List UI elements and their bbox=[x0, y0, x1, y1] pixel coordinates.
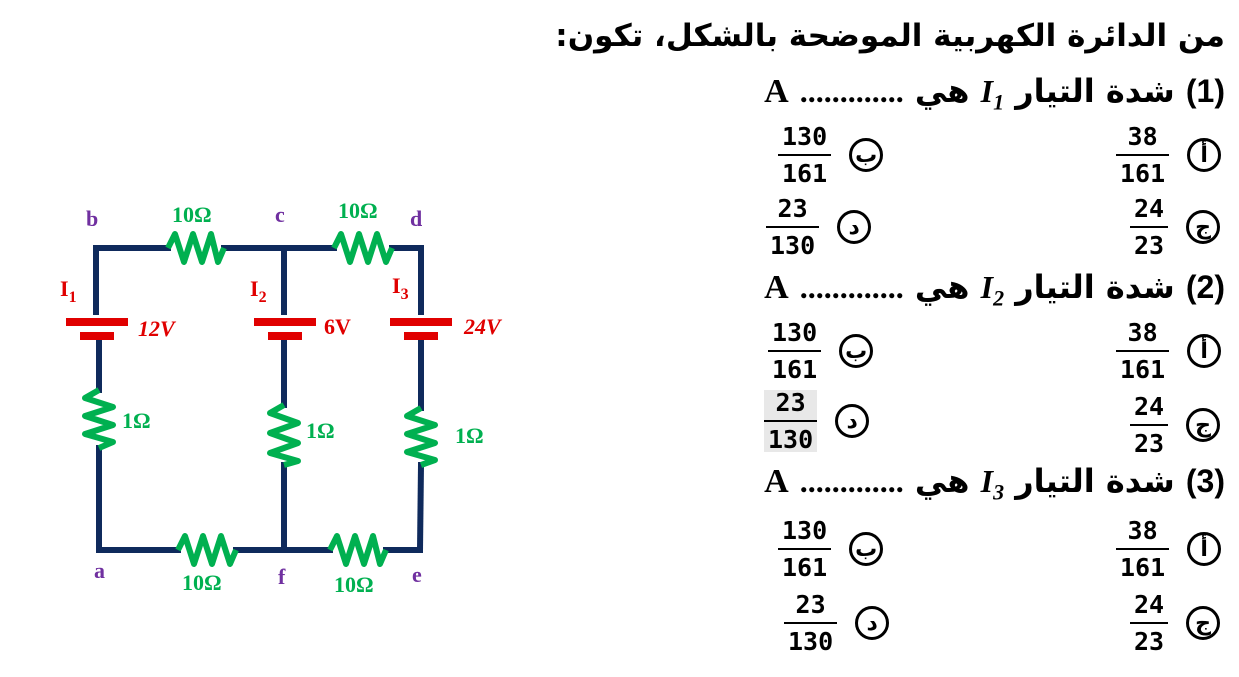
question-3-line: (3) شدة التيار I3 هي ............. A bbox=[764, 462, 1225, 505]
current-i1-label: I1 bbox=[60, 276, 77, 306]
current-i2-label: I2 bbox=[250, 276, 267, 306]
option-letter-badge: ب bbox=[839, 334, 874, 368]
resistor-bc-label: 10Ω bbox=[172, 202, 212, 227]
resistor-af-label: 10Ω bbox=[182, 570, 222, 595]
option-letter-badge: ج bbox=[1186, 210, 1221, 244]
battery-right-short bbox=[404, 332, 438, 340]
option-letter-badge: ب bbox=[849, 138, 884, 172]
option-letter-badge: أ bbox=[1187, 138, 1222, 172]
resistor-left bbox=[82, 387, 116, 451]
option-letter-badge: ب bbox=[849, 532, 884, 566]
batteries bbox=[66, 318, 452, 340]
current-i3-label: I3 bbox=[392, 273, 409, 303]
node-e: e bbox=[412, 562, 422, 587]
battery-left-long bbox=[66, 318, 128, 326]
node-a: a bbox=[94, 558, 105, 583]
option-letter-badge: أ bbox=[1187, 334, 1222, 368]
node-d: d bbox=[410, 206, 422, 231]
question-1-line: (1) شدة التيار I1 هي ............. A bbox=[764, 72, 1225, 115]
resistor-cd-label: 10Ω bbox=[338, 198, 378, 223]
circuit-diagram: b c d a f e 10Ω 10Ω 10Ω 10Ω 1Ω 1Ω 1Ω I1 … bbox=[60, 198, 503, 597]
resistor-middle-label: 1Ω bbox=[306, 418, 335, 443]
option-letter-badge: أ bbox=[1187, 532, 1222, 566]
resistor-fe bbox=[327, 533, 389, 567]
option-letter-badge: د bbox=[835, 404, 870, 438]
resistor-middle bbox=[267, 402, 301, 468]
battery-right-long bbox=[390, 318, 452, 326]
resistor-right bbox=[404, 405, 438, 468]
battery-middle-label: 6V bbox=[324, 314, 351, 339]
resistors bbox=[82, 231, 438, 567]
resistor-bc bbox=[165, 231, 227, 265]
resistor-right-label: 1Ω bbox=[455, 423, 484, 448]
option-letter-badge: د bbox=[855, 606, 890, 640]
resistor-cd bbox=[331, 231, 395, 265]
resistor-af bbox=[175, 533, 239, 567]
question-title: من الدائرة الكهربية الموضحة بالشكل، تكون… bbox=[555, 18, 1225, 54]
question-2-line: (2) شدة التيار I2 هي ............. A bbox=[764, 268, 1225, 311]
resistor-left-label: 1Ω bbox=[122, 408, 151, 433]
wires bbox=[93, 245, 425, 554]
node-f: f bbox=[278, 564, 286, 589]
node-c: c bbox=[275, 202, 285, 227]
option-letter-badge: ج bbox=[1186, 606, 1221, 640]
battery-middle-long bbox=[254, 318, 316, 326]
battery-right-label: 24V bbox=[463, 314, 503, 339]
battery-middle-short bbox=[268, 332, 302, 340]
node-b: b bbox=[86, 206, 98, 231]
battery-left-label: 12V bbox=[138, 316, 177, 341]
option-letter-badge: د bbox=[837, 210, 872, 244]
resistor-fe-label: 10Ω bbox=[334, 572, 374, 597]
option-letter-badge: ج bbox=[1186, 408, 1221, 442]
battery-left-short bbox=[80, 332, 114, 340]
